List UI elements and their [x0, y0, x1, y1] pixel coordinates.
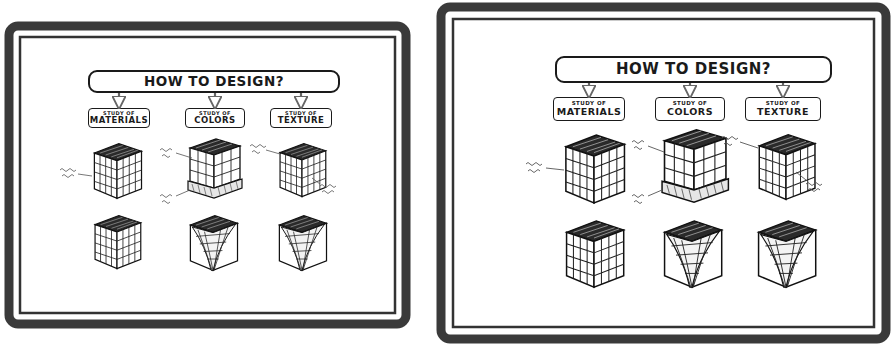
panel-frame	[9, 26, 406, 324]
leader-line	[176, 190, 190, 196]
leader-line	[266, 150, 280, 154]
title-box: HOW TO DESIGN?	[88, 70, 340, 93]
scribble	[806, 183, 822, 192]
flow-arrow	[118, 93, 120, 108]
flow-arrow	[214, 93, 216, 108]
box-label: MATERIALS	[557, 107, 622, 117]
scribble	[320, 185, 336, 194]
building-sketch	[280, 143, 326, 196]
box-label: TEXTURE	[757, 107, 809, 117]
building-sketch	[567, 221, 624, 287]
building-sketch	[566, 135, 625, 203]
study-box: STUDY OFMATERIALS	[553, 97, 625, 121]
building-sketch	[95, 215, 141, 268]
leader-line	[740, 142, 758, 148]
leader-line	[78, 174, 92, 176]
leader-line	[648, 146, 664, 152]
building-sketch	[759, 135, 815, 200]
leader-line	[176, 153, 192, 158]
leader-line	[796, 172, 806, 180]
building-sketch	[759, 221, 816, 287]
flow-arrow	[300, 93, 302, 108]
flow-arrow	[689, 83, 691, 97]
annotation-scribble	[526, 137, 822, 204]
panel-inner-frame	[453, 19, 874, 327]
panel-inner-frame	[20, 37, 395, 313]
box-label: TEXTURE	[278, 116, 325, 125]
scribble	[632, 195, 644, 204]
panel-frame	[441, 7, 886, 339]
building-sketch	[662, 130, 728, 202]
building-sketch	[188, 139, 242, 198]
scribble	[250, 145, 266, 154]
study-box: STUDY OFMATERIALS	[88, 108, 150, 128]
leader-line	[312, 178, 320, 184]
scribble	[60, 169, 76, 178]
study-box: STUDY OFTEXTURE	[270, 108, 332, 128]
building-sketch	[279, 216, 326, 271]
box-label: HOW TO DESIGN?	[144, 74, 284, 88]
scribble	[160, 195, 172, 204]
title-box: HOW TO DESIGN?	[555, 56, 832, 83]
building-sketch	[665, 221, 722, 287]
box-label: COLORS	[667, 107, 713, 117]
annotation-scribble	[60, 145, 336, 204]
leader-line	[546, 168, 564, 170]
building-sketch	[190, 216, 237, 271]
leader-line	[648, 190, 662, 196]
building-sketch	[94, 144, 141, 199]
box-label: MATERIALS	[90, 116, 148, 125]
study-box: STUDY OFCOLORS	[185, 108, 245, 128]
scribble	[632, 141, 644, 150]
flow-arrow	[782, 83, 784, 97]
box-label: HOW TO DESIGN?	[616, 62, 771, 78]
study-box: STUDY OFCOLORS	[655, 97, 725, 121]
scribble	[526, 163, 542, 173]
box-label: COLORS	[194, 116, 235, 125]
flow-arrow	[588, 83, 590, 97]
scribble	[160, 149, 172, 158]
scribble	[722, 137, 738, 146]
study-box: STUDY OFTEXTURE	[745, 97, 821, 121]
